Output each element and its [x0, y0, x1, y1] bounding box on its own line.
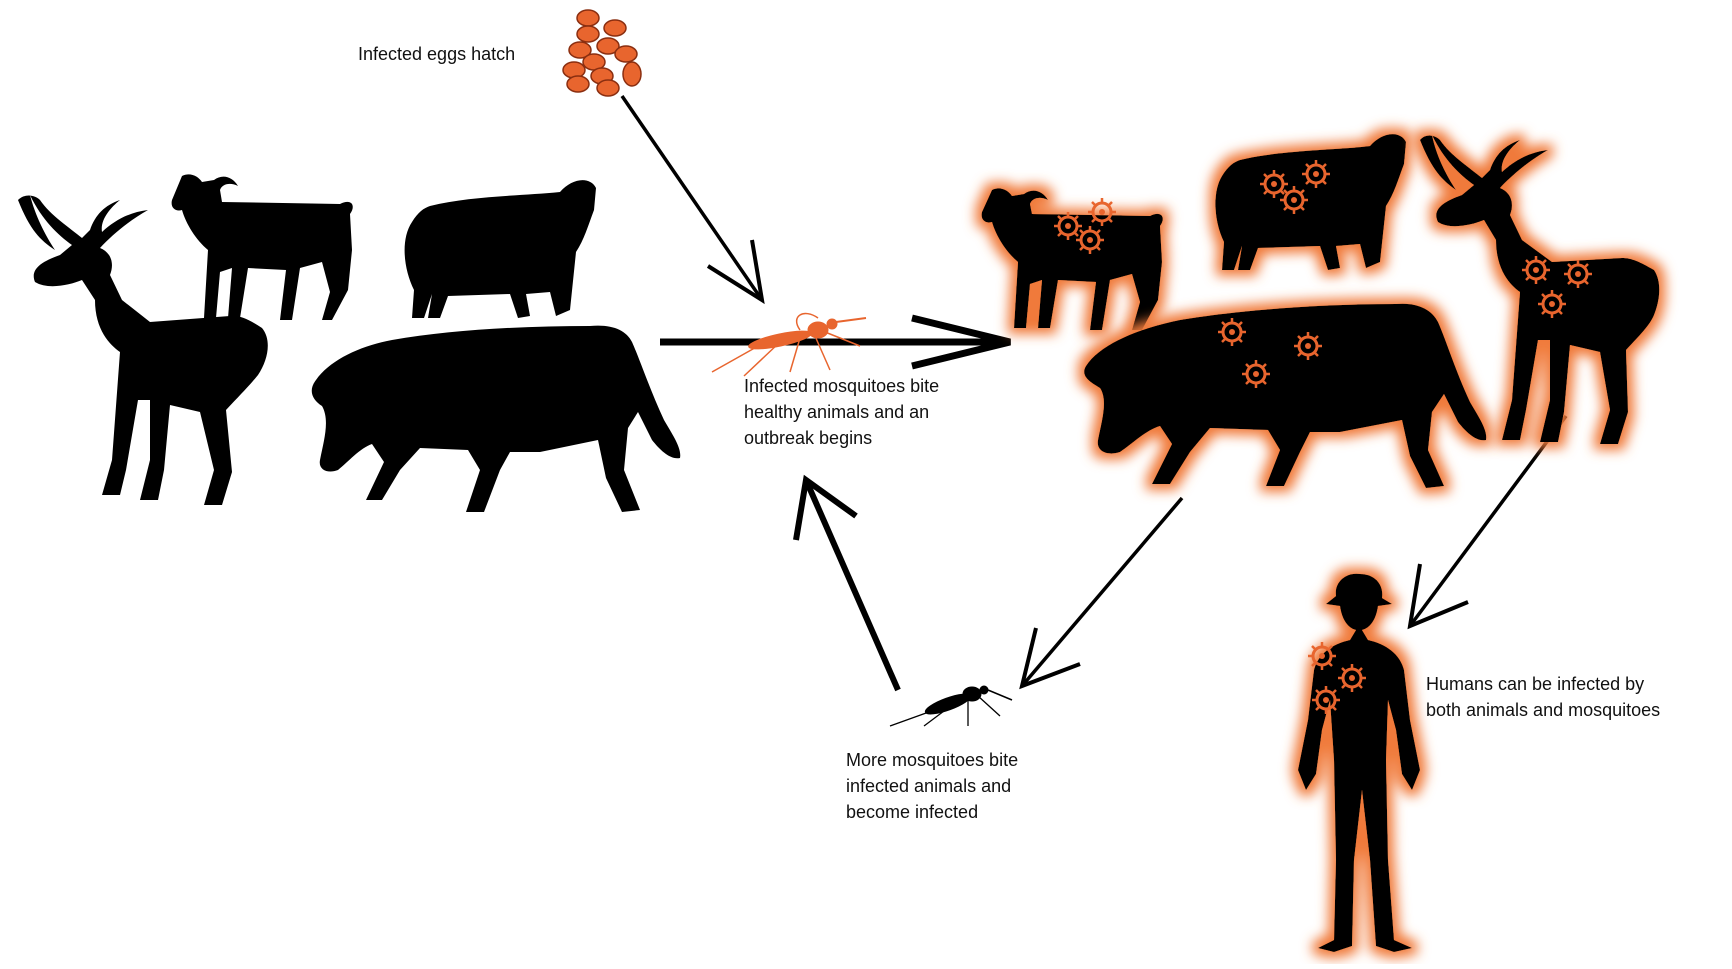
virus-icon — [1242, 360, 1270, 388]
mosquito-icon-black — [890, 686, 1012, 726]
virus-icon — [1308, 642, 1336, 670]
healthy-goat — [172, 174, 353, 320]
virus-icon — [1302, 160, 1330, 188]
egg-cluster-icon — [563, 10, 641, 96]
virus-icon — [1538, 290, 1566, 318]
virus-icon — [1338, 664, 1366, 692]
label-infected-mosquitoes-bite: Infected mosquitoes bite healthy animals… — [744, 373, 939, 451]
healthy-sheep — [405, 180, 596, 318]
arrow-eggs-to-mosquito — [622, 96, 762, 300]
virus-icon — [1564, 260, 1592, 288]
virus-icon — [1294, 332, 1322, 360]
virus-icon — [1280, 186, 1308, 214]
infected-goat — [982, 188, 1163, 330]
virus-icon — [1312, 686, 1340, 714]
infected-sheep — [1215, 134, 1406, 270]
virus-icon — [1076, 226, 1104, 254]
virus-icon — [1260, 170, 1288, 198]
virus-icon — [1054, 212, 1082, 240]
arrow-mosquito-to-outbreak — [796, 480, 898, 690]
label-more-mosquitoes-bite: More mosquitoes bite infected animals an… — [846, 747, 1018, 825]
virus-icon — [1522, 256, 1550, 284]
arrow-cow-to-mosquito — [1022, 498, 1182, 686]
arrow-kudu-to-human — [1410, 416, 1566, 626]
infected-human — [1298, 574, 1420, 952]
label-humans-infected: Humans can be infected by both animals a… — [1426, 671, 1660, 723]
label-infected-eggs-hatch: Infected eggs hatch — [358, 41, 515, 67]
virus-icon — [1088, 198, 1116, 226]
infected-cow — [1084, 304, 1486, 488]
healthy-cow — [312, 326, 681, 512]
virus-icon — [1218, 318, 1246, 346]
